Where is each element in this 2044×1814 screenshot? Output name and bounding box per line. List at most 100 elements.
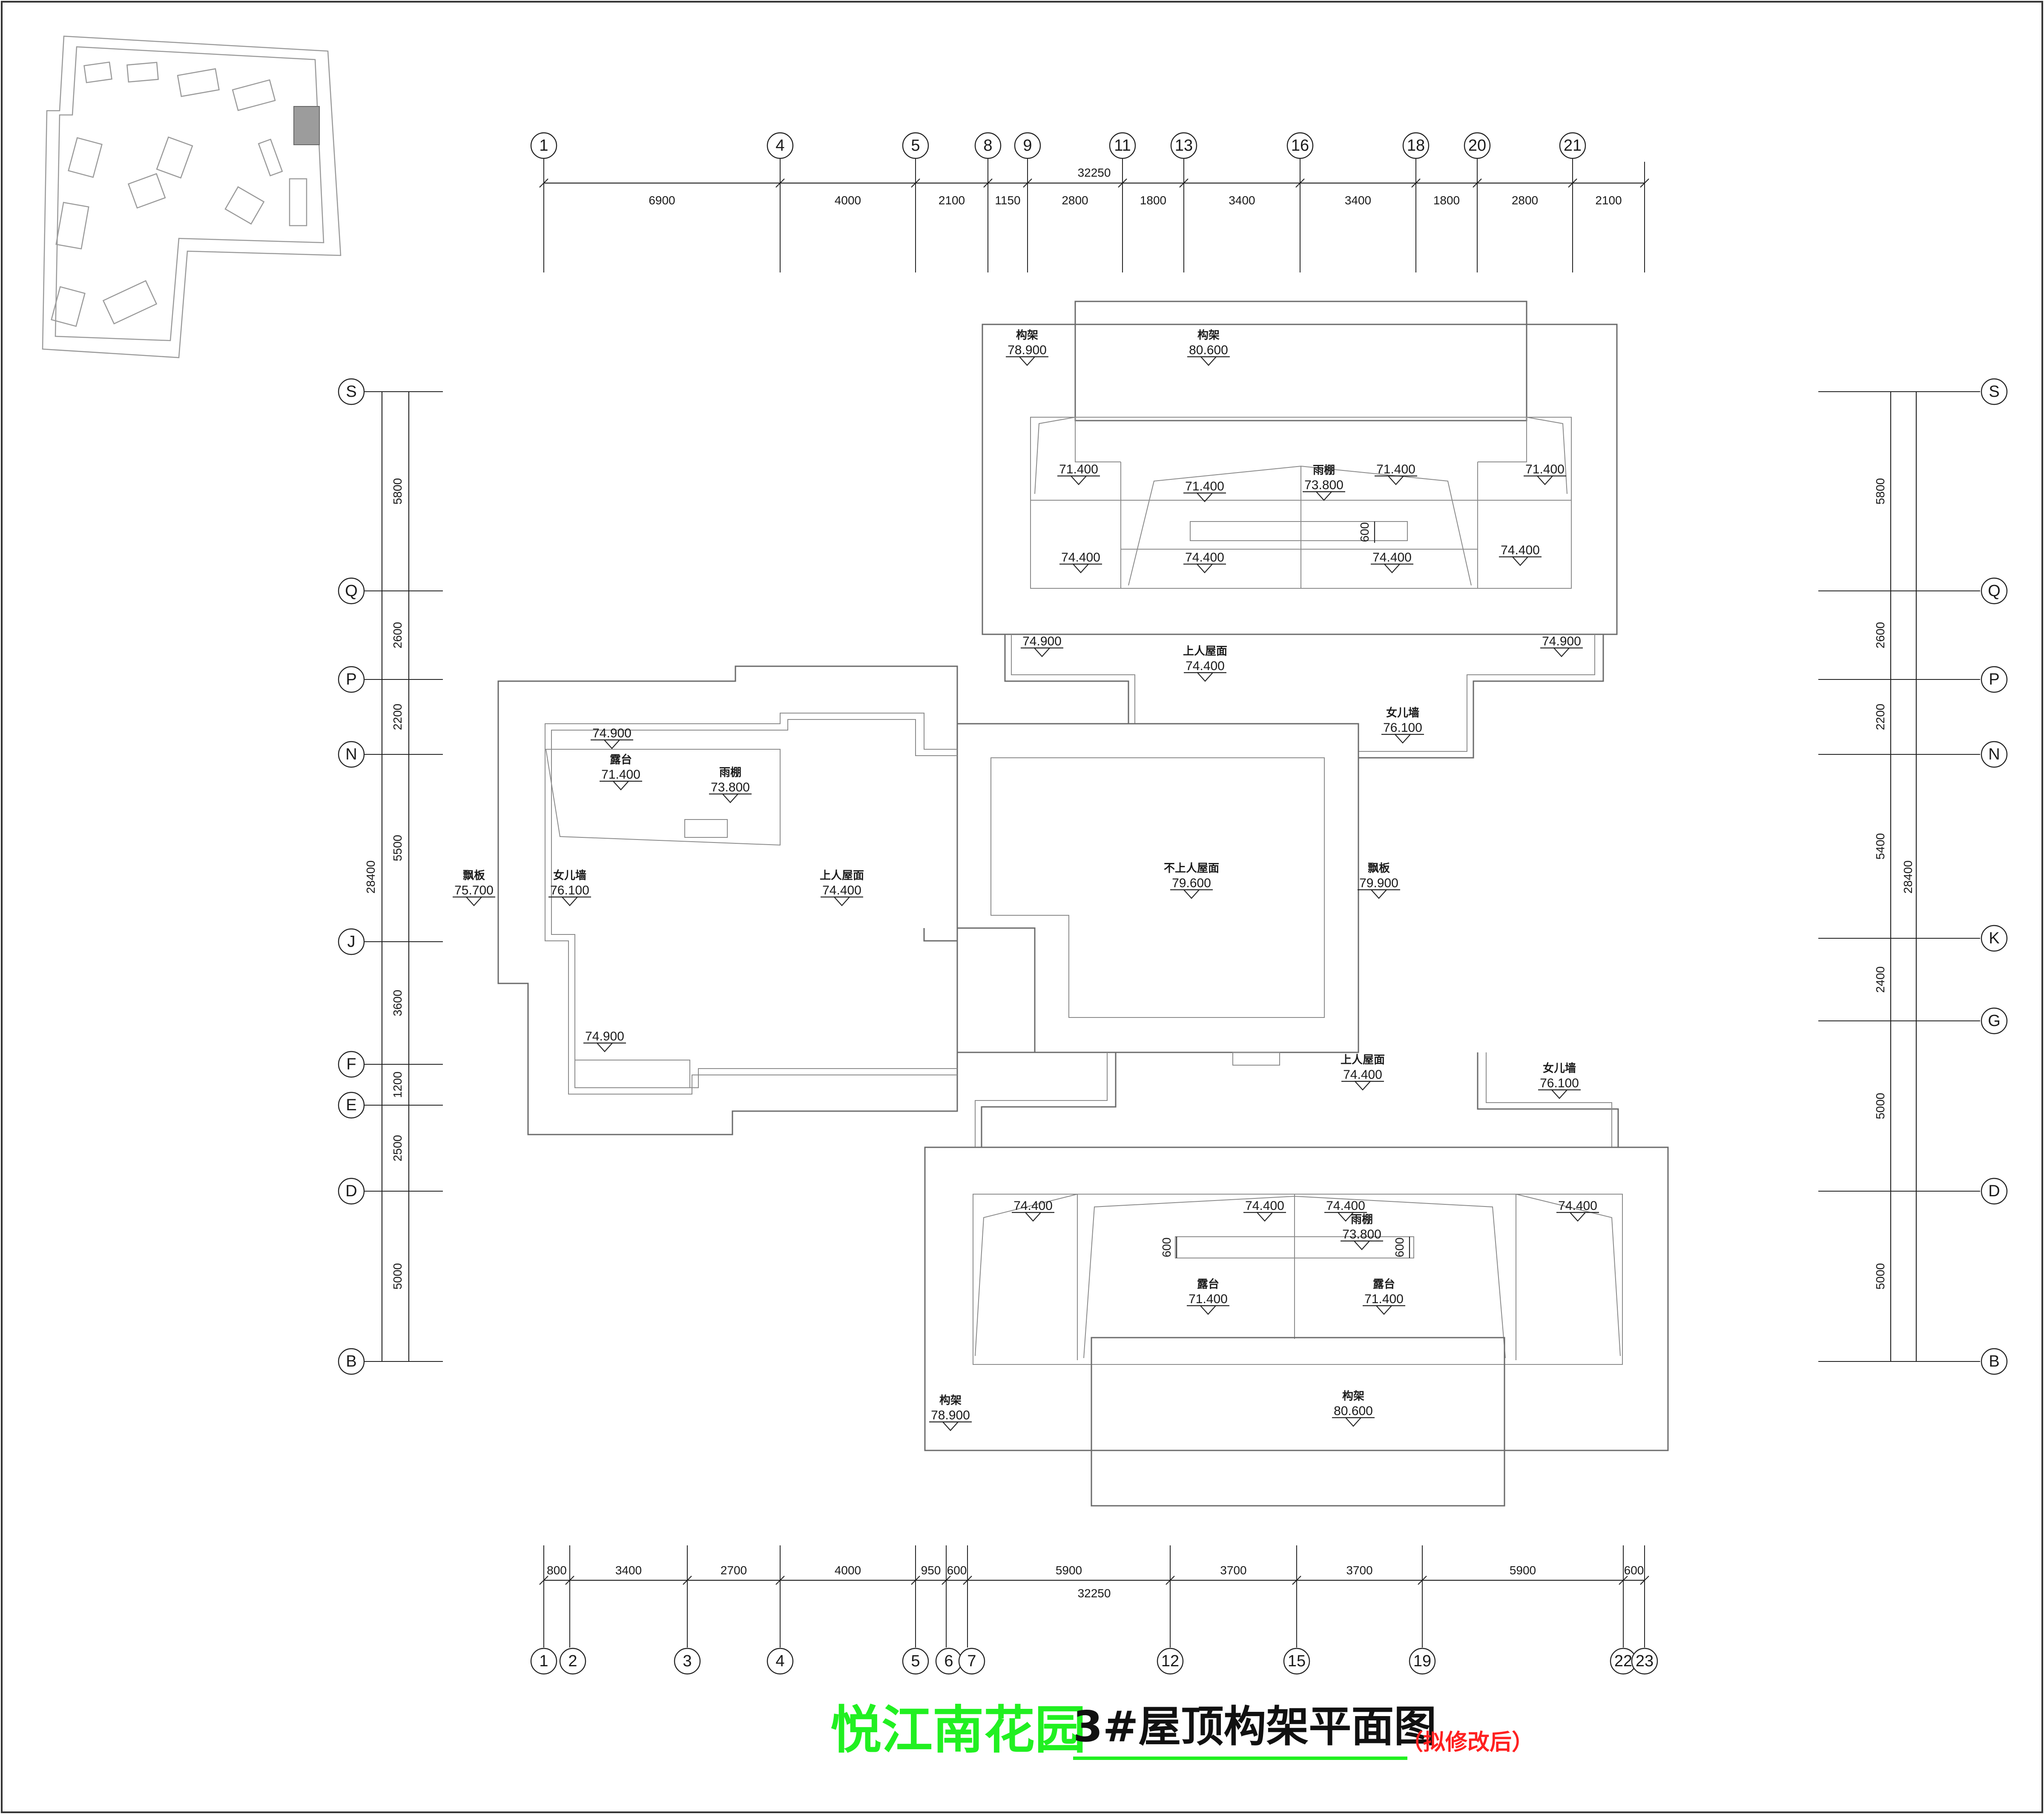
west-lower-link xyxy=(923,928,957,942)
tag-elevation: 74.400 xyxy=(1245,1199,1284,1213)
north-top-frame xyxy=(1074,301,1527,421)
elevation-tag: 74.900 xyxy=(583,1029,626,1052)
top-dim-3: 1150 xyxy=(995,194,1020,207)
tag-label: 露台 xyxy=(610,753,632,766)
site-building xyxy=(126,62,159,83)
top-axis-bubble xyxy=(766,132,794,159)
top-dim-tick xyxy=(1295,178,1305,188)
bottom-dim-1: 3400 xyxy=(615,1564,642,1577)
elevation-tag: 71.400 xyxy=(1183,479,1226,502)
elevation-marker xyxy=(1550,1089,1568,1099)
tag-elevation: 71.400 xyxy=(1185,479,1224,493)
top-dim-9: 2800 xyxy=(1512,194,1538,207)
north-link-inner xyxy=(1011,634,1595,752)
left-dim-0: 5800 xyxy=(391,478,404,504)
bottom-axis-bubble xyxy=(674,1648,701,1675)
tag-elevation: 79.600 xyxy=(1172,876,1211,890)
north-frame-outline xyxy=(982,324,1618,635)
bottom-axis-label: 1 xyxy=(539,1652,548,1670)
tag-elevation: 80.600 xyxy=(1189,343,1228,357)
right-dim-4: 2400 xyxy=(1874,966,1887,993)
elevation-marker xyxy=(1315,491,1333,501)
right-axis-label: G xyxy=(1988,1012,2001,1030)
tag-label: 构架 xyxy=(1197,329,1220,341)
elevation-marker xyxy=(1383,563,1401,573)
elevation-tag: 构架 80.600 xyxy=(1187,329,1230,366)
top-axis-bubble xyxy=(1402,132,1430,159)
bottom-dim-tick xyxy=(683,1576,692,1585)
elevation-marker xyxy=(1183,889,1200,899)
site-boundary xyxy=(42,35,342,358)
bottom-axis-label: 6 xyxy=(944,1652,953,1670)
bottom-axis-bubble xyxy=(1631,1648,1658,1675)
tag-elevation: 74.400 xyxy=(1061,550,1100,565)
bottom-dim-5: 600 xyxy=(947,1564,967,1577)
right-axis-bubble xyxy=(1981,925,2008,952)
left-axis-bubble xyxy=(338,1178,365,1205)
top-axis-label: 9 xyxy=(1023,137,1032,155)
elevation-marker xyxy=(1256,1212,1274,1222)
south-bottom-frame xyxy=(1091,1337,1505,1507)
site-road xyxy=(55,46,324,341)
left-axis-label: E xyxy=(346,1096,356,1114)
north-left-terrace xyxy=(1034,416,1121,494)
elevation-tag: 74.900 xyxy=(1540,634,1583,657)
bottom-axis-label: 7 xyxy=(967,1652,976,1670)
tag-elevation: 74.400 xyxy=(1186,659,1225,673)
bottom-dim-tick xyxy=(1166,1576,1175,1585)
tag-elevation: 74.400 xyxy=(1501,543,1540,557)
drawing-note: （拟修改后） xyxy=(1401,1730,1534,1755)
top-dim-tick xyxy=(1568,178,1577,188)
right-overall-dim: 28400 xyxy=(1901,860,1915,894)
left-axis-label: D xyxy=(345,1182,357,1200)
south-link-inner xyxy=(975,1052,1612,1147)
elevation-tag: 71.400 xyxy=(1057,462,1100,485)
left-axis-bubble xyxy=(338,577,365,605)
central-opening xyxy=(1232,1052,1280,1066)
bottom-axis-bubble xyxy=(1157,1648,1184,1675)
left-axis-label: F xyxy=(346,1055,356,1073)
tag-label: 女儿墙 xyxy=(1543,1062,1576,1075)
site-building xyxy=(127,173,166,209)
north-right-terrace xyxy=(1478,416,1567,494)
top-dim-tick xyxy=(539,178,548,188)
top-axis-bubble xyxy=(1014,132,1041,159)
right-axis-bubble xyxy=(1981,1348,2008,1375)
tag-label: 露台 xyxy=(1197,1278,1219,1290)
tag-elevation: 73.800 xyxy=(1342,1227,1381,1241)
top-axis-bubble xyxy=(1286,132,1314,159)
tag-label: 上人屋面 xyxy=(1183,645,1227,657)
tag-elevation: 74.900 xyxy=(1022,634,1062,648)
elevation-tag: 71.400 xyxy=(1524,462,1566,485)
site-building xyxy=(156,136,193,179)
site-highlight-building xyxy=(293,106,320,145)
south-right-terrace xyxy=(1516,1194,1621,1356)
central-roof xyxy=(990,757,1325,1018)
site-building xyxy=(55,202,89,249)
top-axis-label: 21 xyxy=(1564,137,1582,155)
bottom-dim-tick xyxy=(963,1576,972,1585)
elevation-tag: 上人屋面 74.400 xyxy=(1183,645,1227,682)
top-dim-tick xyxy=(1473,178,1482,188)
tag-elevation: 71.400 xyxy=(1376,462,1415,476)
top-dim-0: 6900 xyxy=(649,194,675,207)
south-left-terrace xyxy=(975,1194,1078,1356)
top-overall-dim: 32250 xyxy=(1078,166,1111,179)
right-axis-label: B xyxy=(1989,1353,1999,1370)
elevation-marker xyxy=(1196,672,1214,682)
top-dim-tick xyxy=(1118,178,1127,188)
elevation-marker xyxy=(1018,356,1036,366)
tag-elevation: 71.400 xyxy=(1059,462,1098,476)
top-dim-6: 3400 xyxy=(1229,194,1255,207)
right-axis-label: K xyxy=(1989,929,1999,947)
tag-elevation: 71.400 xyxy=(601,768,640,782)
top-axis-label: 1 xyxy=(539,137,548,155)
elevation-tag: 71.400 xyxy=(1375,462,1417,485)
west-lower-bay xyxy=(574,1060,690,1088)
top-axis-bubble xyxy=(902,132,929,159)
bottom-dim-8: 3700 xyxy=(1346,1564,1372,1577)
